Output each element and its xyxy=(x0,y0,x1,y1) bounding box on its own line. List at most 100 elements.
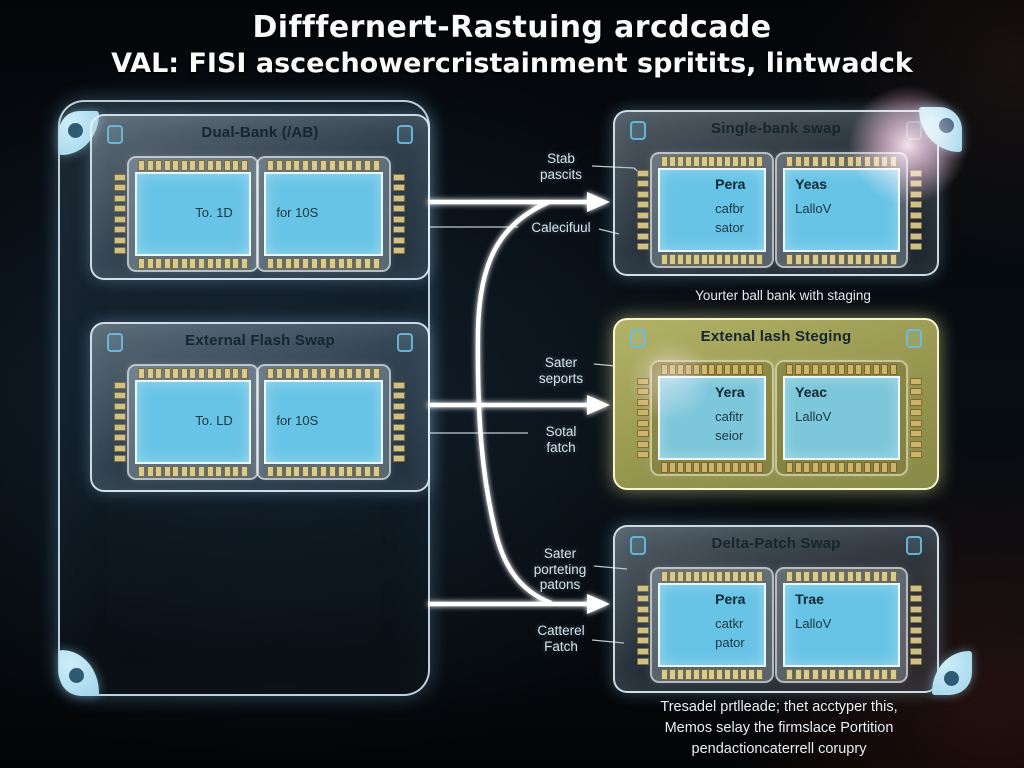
box-external-flash-staging: Extenal lash Steging Yera cafitr seior Y… xyxy=(613,318,939,490)
corner-square-icon xyxy=(630,121,646,140)
chip-pins-icon xyxy=(138,367,248,379)
corner-square-icon xyxy=(630,536,646,555)
chip-label: cafbr xyxy=(715,200,745,216)
chip-pins-icon xyxy=(637,170,649,250)
chip-pins-icon xyxy=(910,378,922,458)
pink-glow-decoration xyxy=(628,338,712,422)
box-title: External Flash Swap xyxy=(185,332,335,349)
chip-pins-icon xyxy=(786,253,897,265)
chip-pins-icon xyxy=(786,363,897,375)
chip-label: LalloV xyxy=(795,408,832,424)
single-bank-caption: Yourter ball bank with staging xyxy=(695,288,871,303)
corner-square-icon xyxy=(397,125,413,144)
chip-label: catkr xyxy=(715,615,744,631)
chip-label: pator xyxy=(715,634,745,650)
corner-square-icon xyxy=(906,329,922,348)
chip-label: Pera xyxy=(715,590,746,607)
box-delta-patch-swap: Delta-Patch Swap Pera catkr pator Trae L… xyxy=(613,525,939,693)
flow-label-stab-pascits: Stab pascits xyxy=(539,151,583,182)
chip-label: Yeac xyxy=(795,383,828,400)
chip-pins-icon xyxy=(786,570,897,582)
corner-square-icon xyxy=(630,329,646,348)
left-container-panel: Dual-Bank (/AB) To. 1D for 10S xyxy=(58,100,430,696)
corner-bolt-icon xyxy=(59,650,99,696)
flow-label-sater-seports: Sater seports xyxy=(538,355,584,386)
flow-arrow-lines xyxy=(428,199,590,607)
flash-chip: Yera cafitr seior xyxy=(637,360,774,476)
footer-note: Tresadel prtlleade; thet acctyper this, … xyxy=(660,699,898,757)
flow-label-sater-porteting: Sater porteting patons xyxy=(533,546,587,592)
flow-label-caleciful: Calecifuul xyxy=(531,220,591,235)
chip-label: seior xyxy=(715,427,744,443)
flash-chip: Trae LalloV xyxy=(775,567,922,683)
box-title: Extenal lash Steging xyxy=(700,328,852,345)
bolt-dot-icon xyxy=(69,668,84,683)
chip-pins-icon xyxy=(661,668,763,680)
chip-pins-icon xyxy=(661,461,763,473)
chip-pins-icon xyxy=(138,159,248,171)
chip-pins-icon xyxy=(393,382,405,462)
chip-label: Trae xyxy=(795,590,824,607)
flash-chip: Pera cafbr sator xyxy=(637,152,774,268)
flash-chip: Pera catkr pator xyxy=(637,567,774,683)
chip-label: LalloV xyxy=(795,615,832,631)
chip-label: for 10S xyxy=(276,412,319,428)
bolt-dot-icon xyxy=(944,671,959,686)
chip-label: Pera xyxy=(715,175,746,192)
flash-chip: for 10S xyxy=(256,156,405,272)
chip-screen: To. LD xyxy=(135,380,251,464)
flash-chip: Yeac LalloV xyxy=(775,360,922,476)
diagram-subtitle: VAL: FISI ascechowercristainment spritit… xyxy=(111,48,913,79)
chip-pins-icon xyxy=(661,253,763,265)
chip-screen: Pera cafbr sator xyxy=(658,168,766,252)
chip-pins-icon xyxy=(661,363,763,375)
diagram-title: Difffernert-Rastuing arcdcade xyxy=(252,10,772,45)
box-title: Delta-Patch Swap xyxy=(711,535,841,552)
chip-screen: Yera cafitr seior xyxy=(658,376,766,460)
corner-square-icon xyxy=(906,536,922,555)
chip-label: sator xyxy=(715,219,745,235)
chip-screen: for 10S xyxy=(264,172,383,256)
chip-pins-icon xyxy=(114,382,126,462)
chip-pins-icon xyxy=(786,461,897,473)
box-external-flash-swap: External Flash Swap To. LD for 10S xyxy=(90,322,430,492)
chip-pins-icon xyxy=(637,378,649,458)
chip-pins-icon xyxy=(637,585,649,665)
box-title: Single-bank swap xyxy=(711,120,841,137)
chip-pins-icon xyxy=(267,367,380,379)
chip-label: To. LD xyxy=(195,412,233,428)
chip-screen: Pera catkr pator xyxy=(658,583,766,667)
flash-chip: for 10S xyxy=(256,364,405,480)
chip-pins-icon xyxy=(661,155,763,167)
chip-pins-icon xyxy=(138,257,248,269)
flow-label-sotal-fatch: Sotal fatch xyxy=(545,424,577,455)
chip-screen: To. 1D xyxy=(135,172,251,256)
bolt-dot-icon xyxy=(68,123,83,138)
chip-pins-icon xyxy=(267,159,380,171)
flow-label-catterel-fatch: Catterel Fatch xyxy=(537,623,585,654)
chip-screen: for 10S xyxy=(264,380,383,464)
chip-pins-icon xyxy=(138,465,248,477)
box-dual-bank: Dual-Bank (/AB) To. 1D for 10S xyxy=(90,114,430,280)
flash-chip: To. LD xyxy=(114,364,259,480)
chip-screen: Yeac LalloV xyxy=(783,376,900,460)
chip-pins-icon xyxy=(114,174,126,254)
chip-label: Yeas xyxy=(795,175,828,192)
box-title: Dual-Bank (/AB) xyxy=(201,124,319,141)
corner-square-icon xyxy=(397,333,413,352)
chip-screen: Trae LalloV xyxy=(783,583,900,667)
chip-pins-icon xyxy=(393,174,405,254)
chip-pins-icon xyxy=(661,570,763,582)
corner-square-icon xyxy=(107,333,123,352)
pink-glow-decoration xyxy=(848,85,968,205)
chip-label: cafitr xyxy=(715,408,744,424)
chip-pins-icon xyxy=(910,585,922,665)
chip-pins-icon xyxy=(786,668,897,680)
chip-label: for 10S xyxy=(276,204,319,220)
chip-pins-icon xyxy=(267,257,380,269)
flash-chip: To. 1D xyxy=(114,156,259,272)
corner-square-icon xyxy=(107,125,123,144)
chip-label: LalloV xyxy=(795,200,832,216)
chip-label: To. 1D xyxy=(195,204,233,220)
